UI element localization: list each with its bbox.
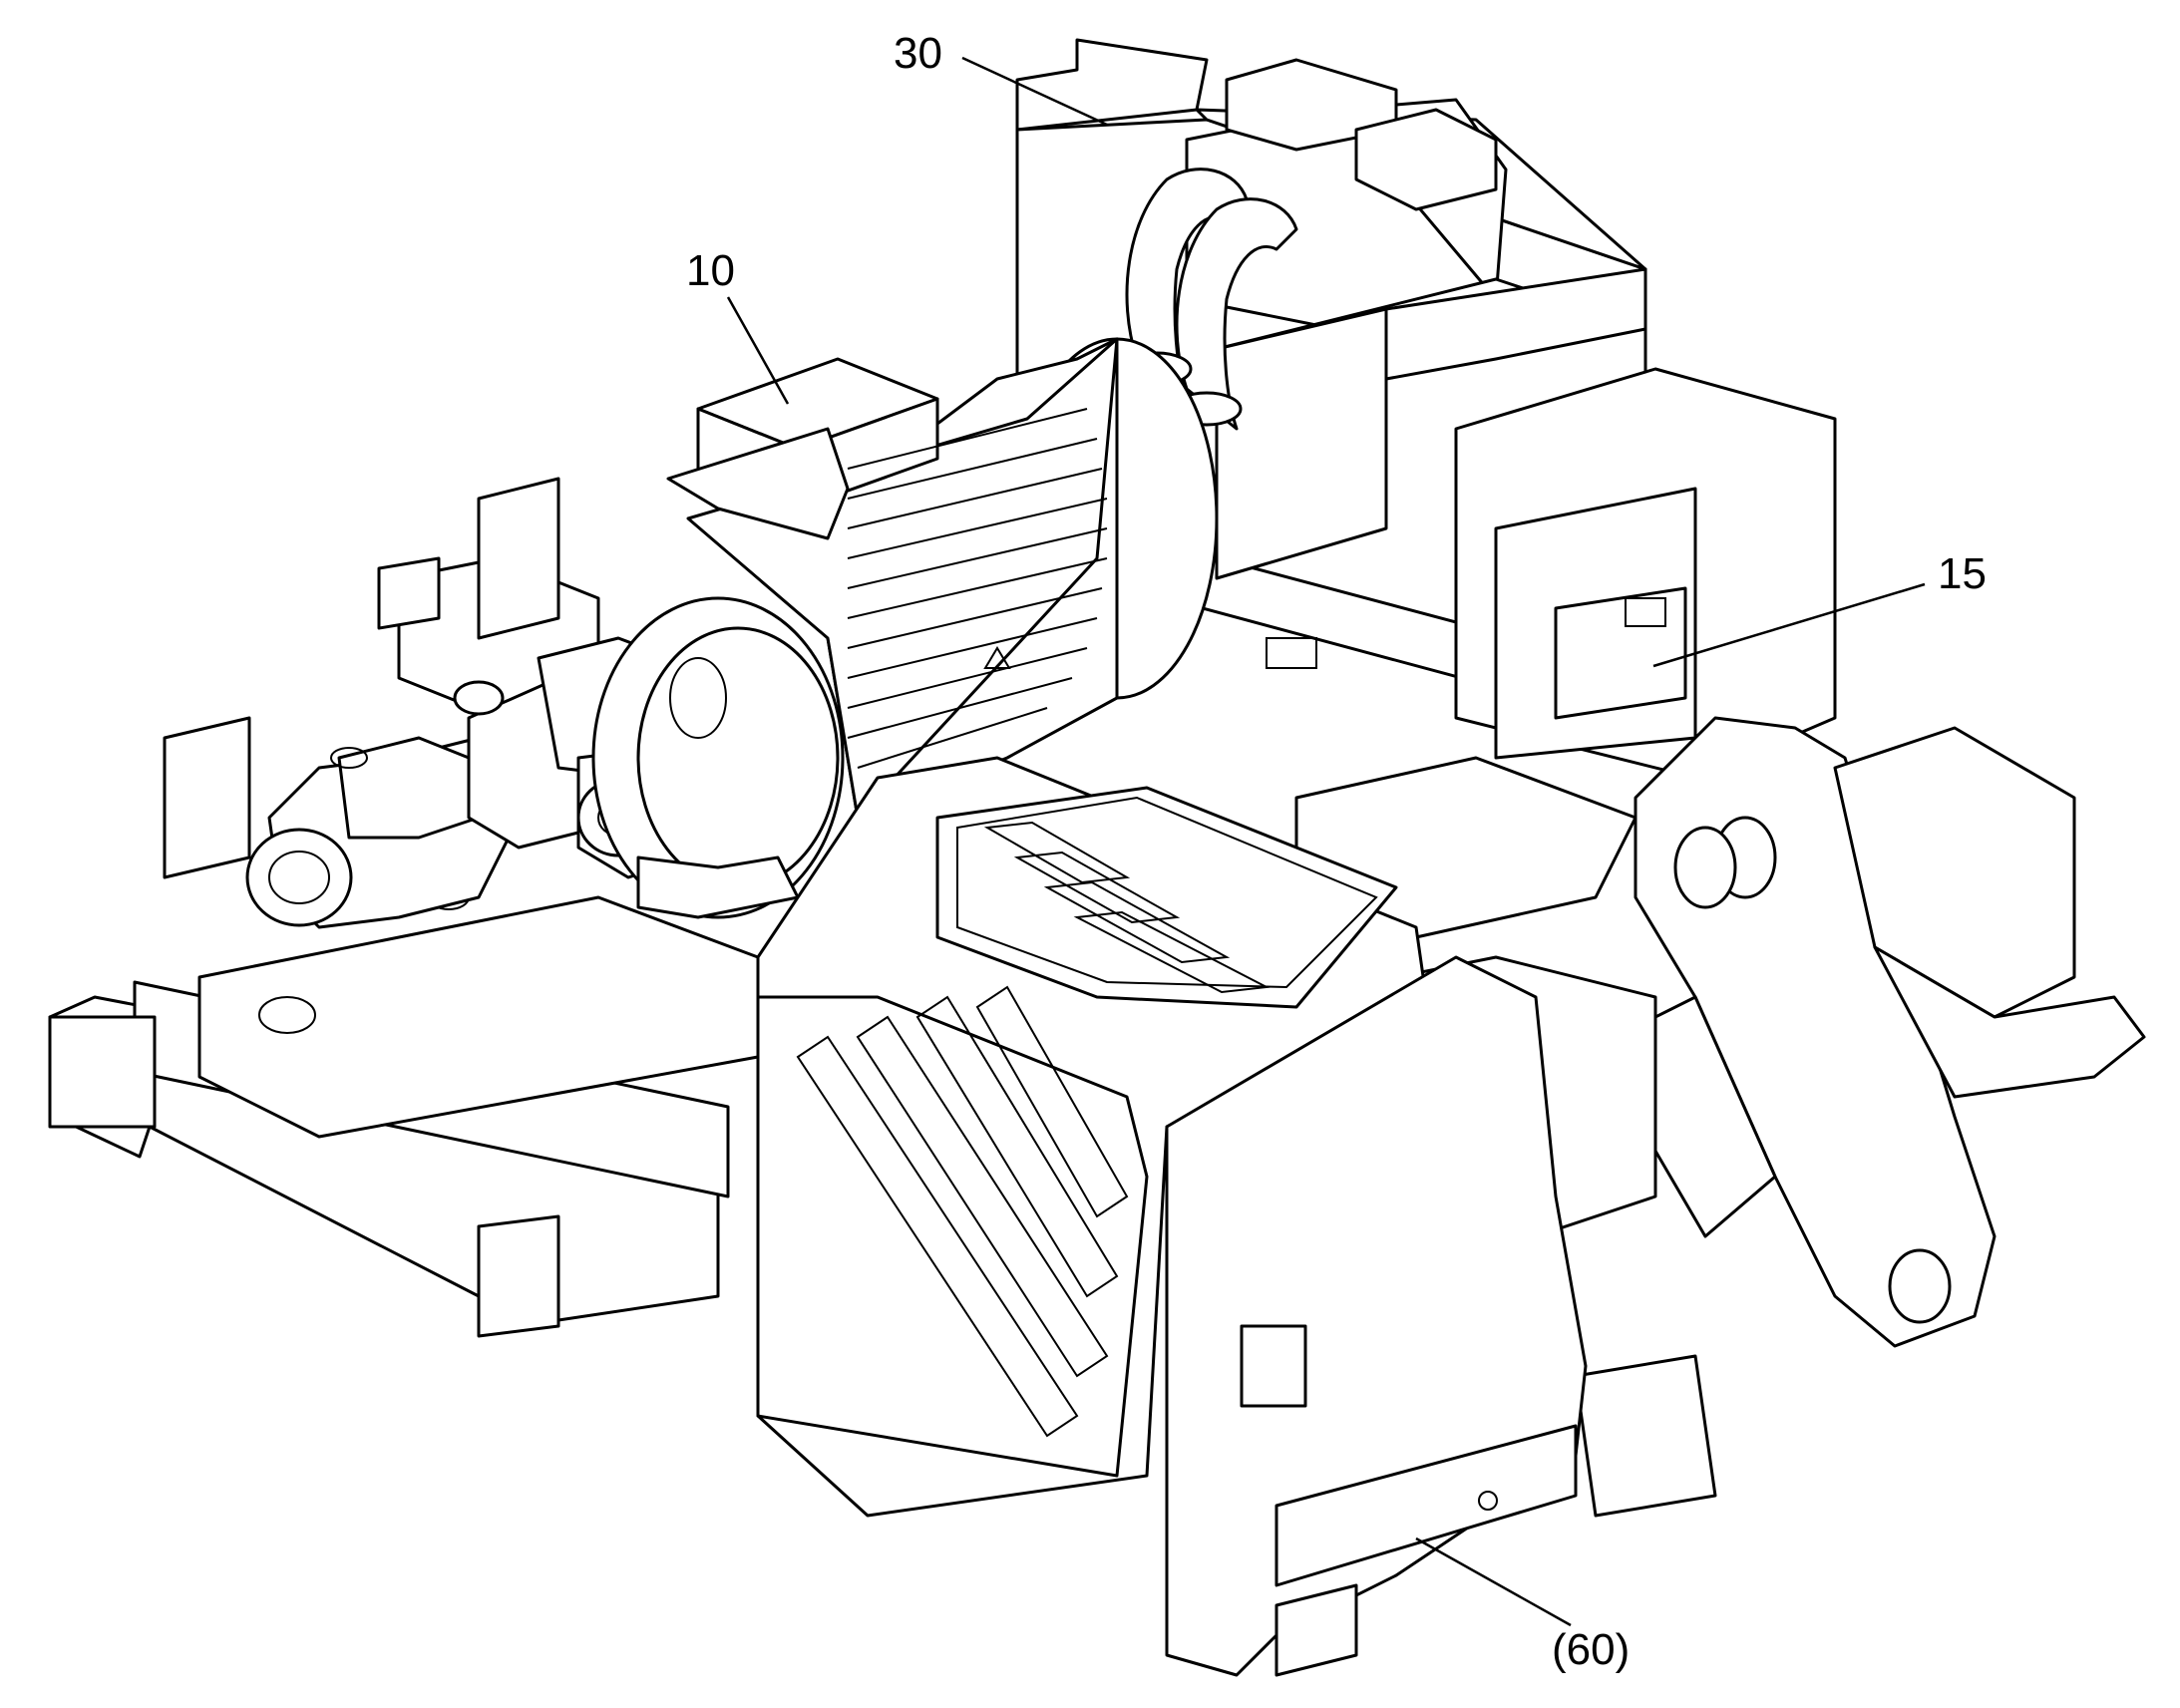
leader-line-10	[726, 296, 790, 405]
left-base-frame	[48, 477, 760, 1338]
callout-30-group: 30	[894, 29, 1108, 127]
leader-line-60	[1415, 1537, 1572, 1627]
boom-bracket	[1574, 716, 1997, 1518]
callout-30: 30	[894, 29, 942, 78]
electric-motor	[666, 337, 1219, 820]
leader-line-15	[1652, 582, 1926, 668]
cover-top-grille	[983, 821, 1271, 994]
leader-line-30	[961, 56, 1108, 127]
callout-60: (60)	[1552, 1625, 1630, 1674]
callout-10-group: 10	[686, 246, 790, 405]
motor-flange	[591, 596, 845, 919]
callout-15-group: 15	[1652, 549, 1987, 668]
cover-front-grille	[796, 985, 1129, 1438]
callout-10: 10	[686, 246, 735, 295]
callout-15: 15	[1938, 549, 1987, 598]
callout-60-group: (60)	[1415, 1537, 1630, 1674]
